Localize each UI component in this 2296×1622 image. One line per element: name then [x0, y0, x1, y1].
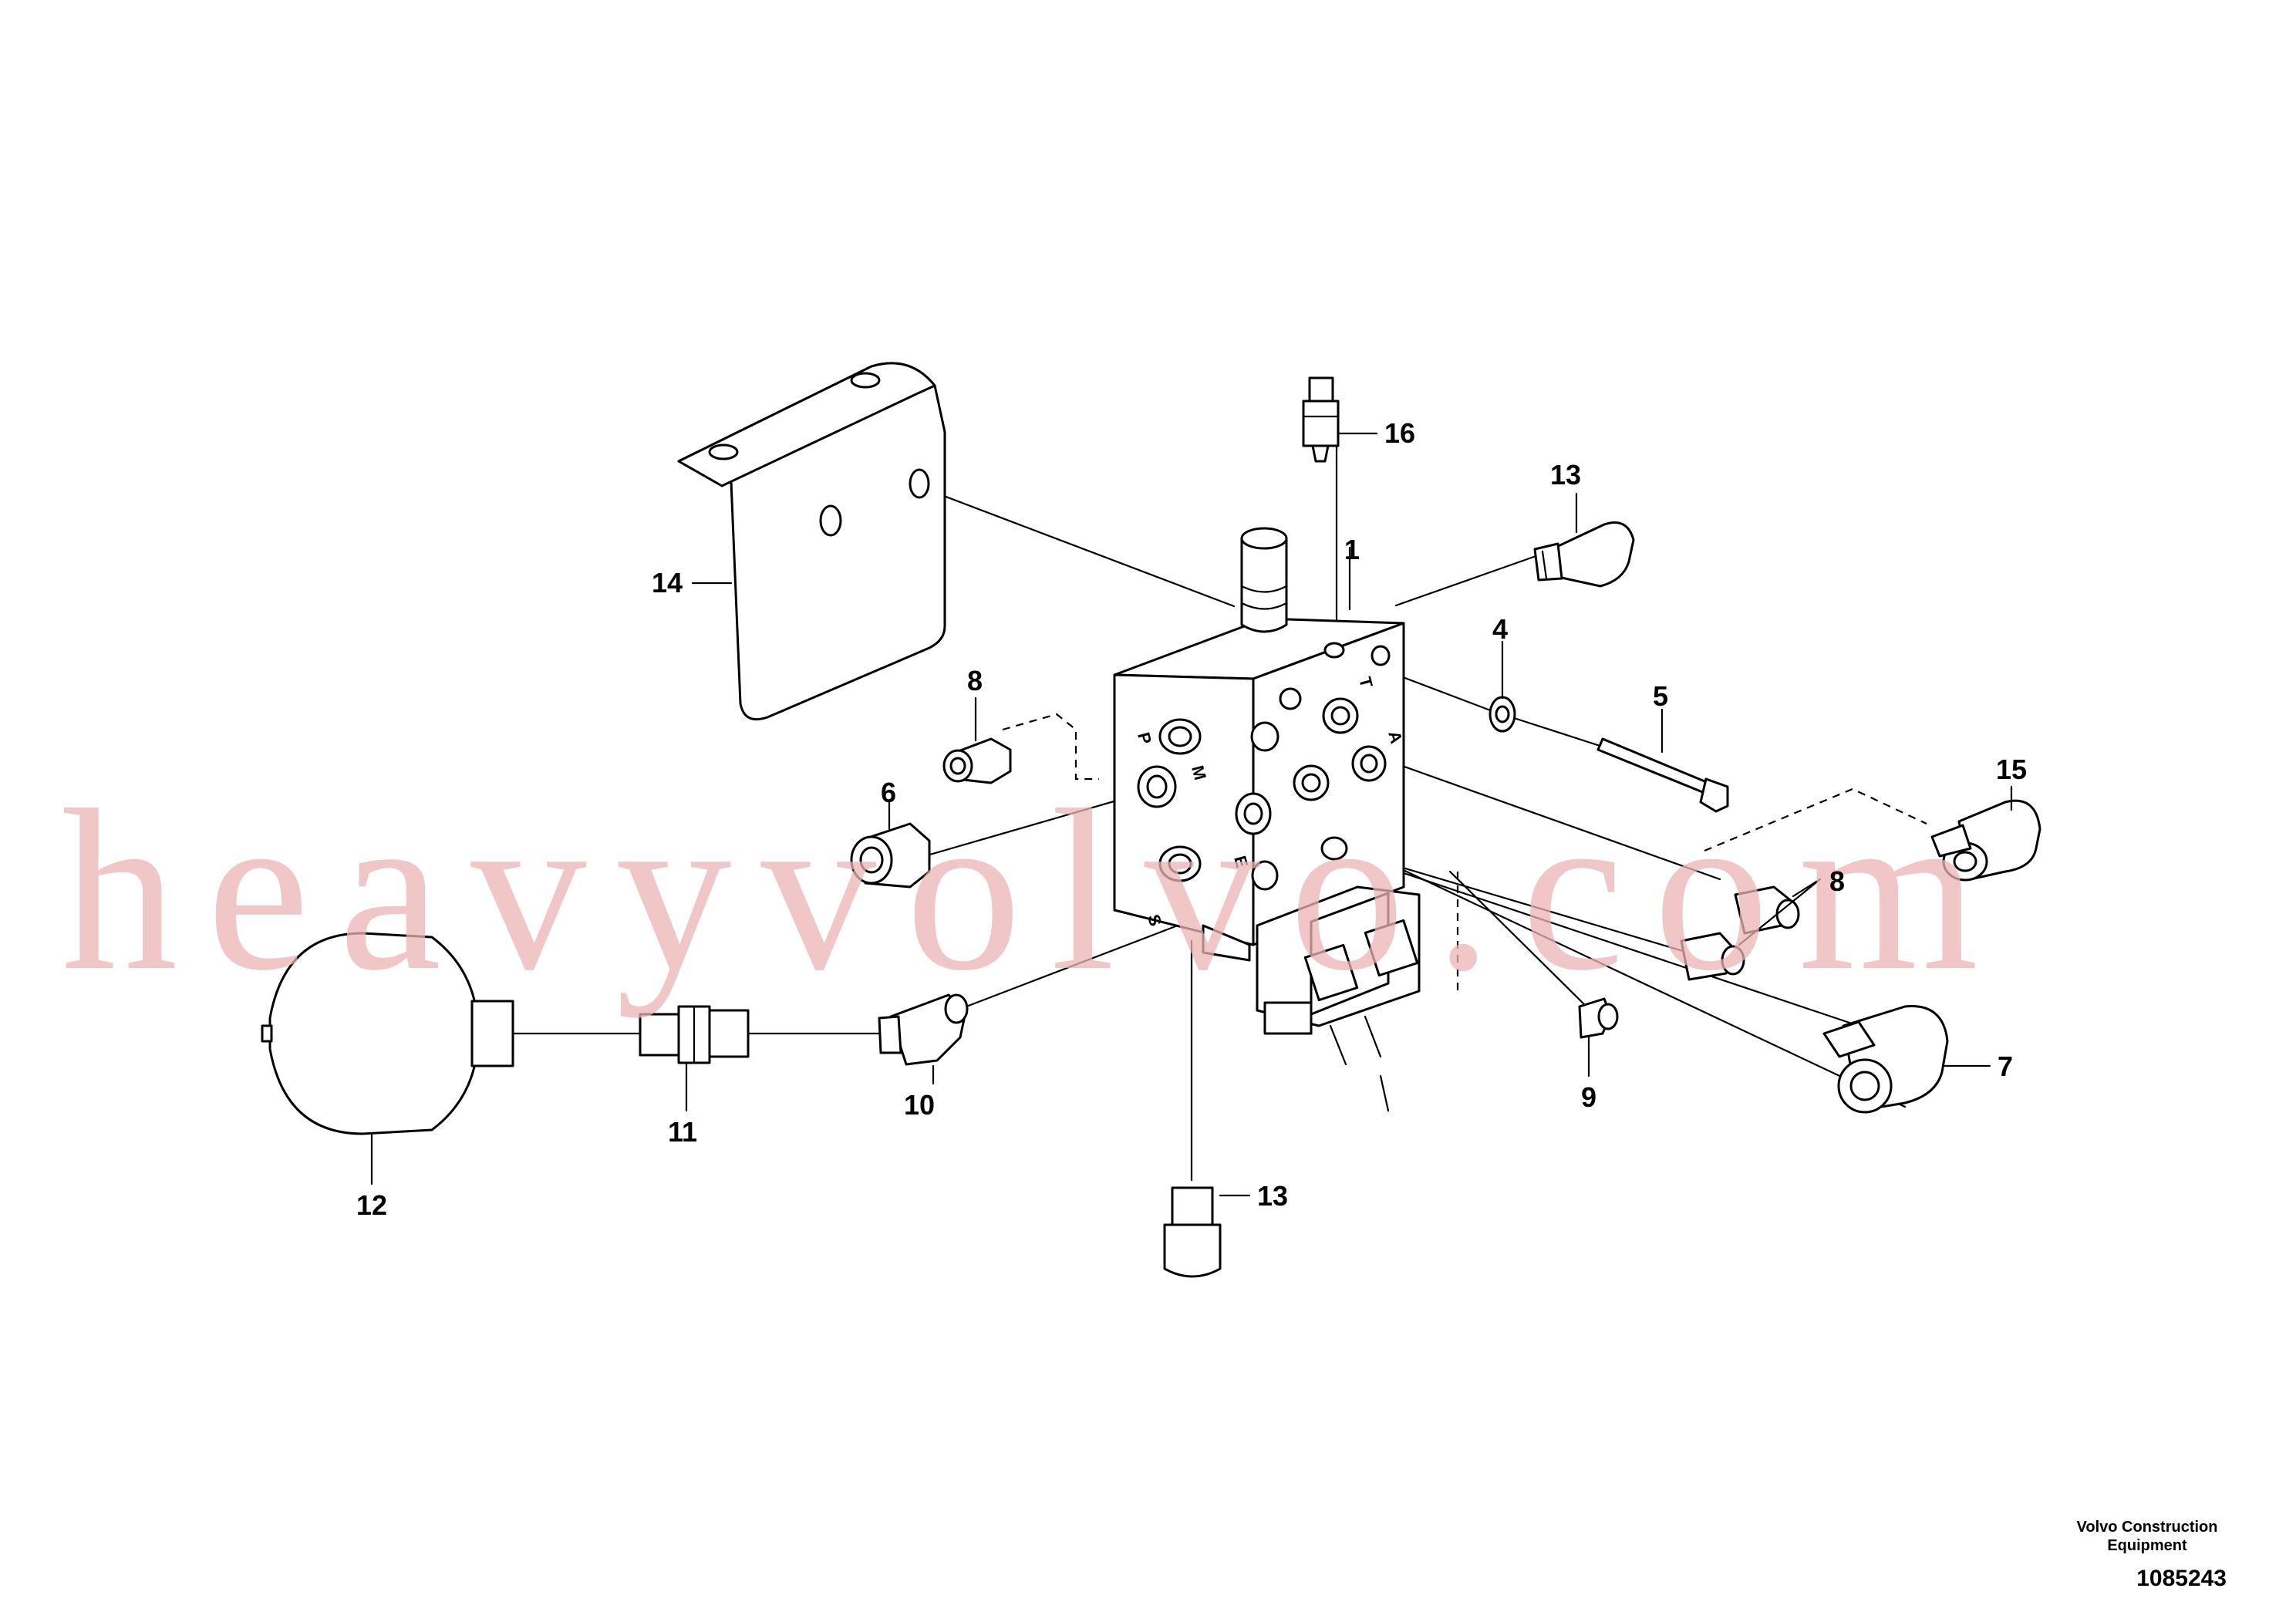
callout-5: 5	[1653, 680, 1668, 712]
callout-16: 16	[1384, 417, 1415, 449]
fitting-part-8-left	[942, 737, 1012, 784]
callout-1: 1	[1344, 534, 1360, 565]
bolt-part-5	[1596, 737, 1729, 813]
port-mark-a: A	[1384, 729, 1406, 746]
port-marks: P M T A E S	[1134, 675, 1406, 929]
dashed-alignment-lines	[1002, 713, 1927, 995]
callout-numbers: 1 4 5 6 7 8 8 9 10 11 12 13 13 14 15 16	[356, 417, 2027, 1221]
callout-15: 15	[1996, 754, 2027, 785]
callout-11: 11	[668, 1116, 697, 1148]
callout-8-right: 8	[1829, 865, 1845, 897]
fitting-part-6	[850, 822, 931, 889]
callout-13-lower: 13	[1257, 1180, 1288, 1212]
sensor-part-13-lower	[1163, 1186, 1222, 1278]
plug-part-9	[1578, 997, 1619, 1039]
accumulator-part-12	[261, 932, 514, 1135]
callout-14: 14	[652, 567, 683, 599]
valve-block-part-1	[1113, 527, 1421, 1112]
elbow-part-7	[1822, 1005, 1949, 1114]
sensor-part-13-upper	[1533, 521, 1635, 588]
callout-6: 6	[881, 777, 896, 808]
manufacturer-label: Volvo Construction Equipment	[2076, 1519, 2218, 1554]
callout-9: 9	[1581, 1081, 1596, 1113]
adapter-part-11	[639, 1005, 750, 1064]
washer-part-4	[1489, 696, 1516, 733]
elbow-part-15	[1930, 799, 2041, 882]
callout-10: 10	[904, 1089, 935, 1121]
callout-13-upper: 13	[1550, 459, 1581, 491]
port-mark-e: E	[1230, 854, 1252, 870]
port-mark-s: S	[1144, 912, 1165, 929]
elbow-part-10	[878, 993, 969, 1066]
callout-12: 12	[356, 1189, 387, 1221]
fittings-part-8-right	[1680, 885, 1800, 981]
fitting-part-16	[1302, 376, 1340, 463]
watermark: heavyvolvo.com	[62, 762, 2008, 1019]
callout-4: 4	[1492, 613, 1508, 645]
document-number: 1085243	[2136, 1566, 2227, 1591]
callout-leaders	[370, 432, 2013, 1197]
bracket-part-14	[677, 362, 946, 721]
port-mark-p: P	[1134, 730, 1155, 747]
callout-8-left: 8	[967, 665, 983, 696]
callout-7: 7	[1998, 1050, 2013, 1082]
